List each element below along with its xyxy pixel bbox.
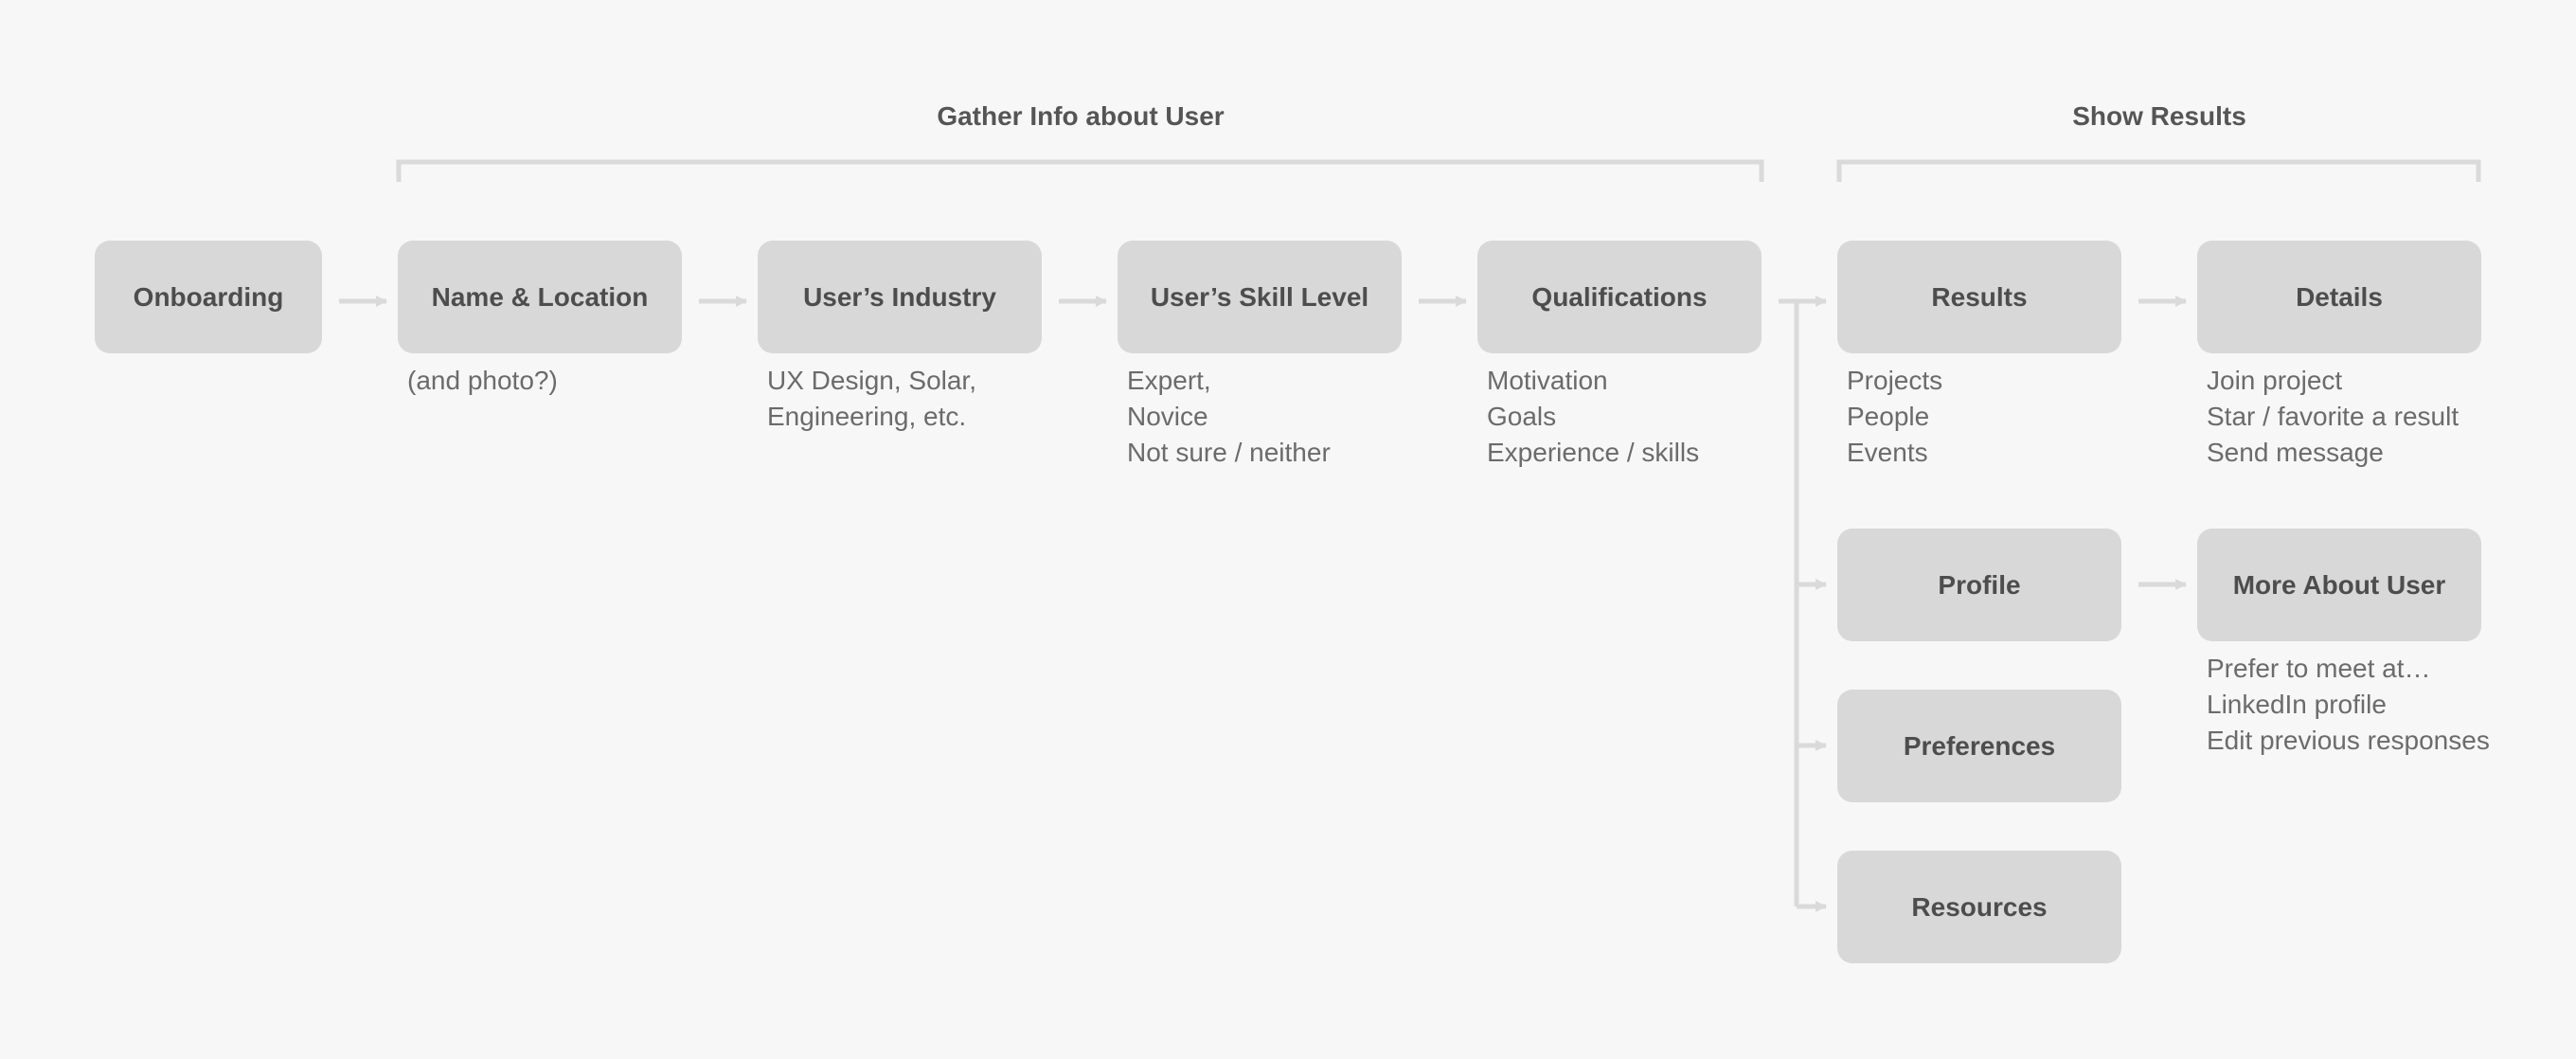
note-item: Prefer to meet at… bbox=[2207, 654, 2431, 683]
notes-more-about-user: Prefer to meet at… LinkedIn profile Edit… bbox=[2207, 651, 2490, 759]
node-resources: Resources bbox=[1837, 851, 2121, 963]
node-profile: Profile bbox=[1837, 529, 2121, 641]
node-users-skill-level: User’s Skill Level bbox=[1118, 241, 1402, 353]
notes-industry: UX Design, Solar, Engineering, etc. bbox=[767, 363, 976, 435]
note-item: Join project bbox=[2207, 366, 2343, 395]
note-item: Motivation bbox=[1487, 366, 1608, 395]
note-item: Projects bbox=[1847, 366, 1943, 395]
note-item: Expert, bbox=[1127, 366, 1211, 395]
note-item: Events bbox=[1847, 438, 1928, 467]
notes-qualifications: Motivation Goals Experience / skills bbox=[1487, 363, 1699, 471]
note-item: (and photo?) bbox=[407, 366, 558, 395]
node-more-about-user: More About User bbox=[2197, 529, 2481, 641]
note-item: Novice bbox=[1127, 402, 1208, 431]
show-results-group-title: Show Results bbox=[2072, 101, 2246, 131]
gather-group-title: Gather Info about User bbox=[937, 101, 1225, 131]
note-item: Send message bbox=[2207, 438, 2384, 467]
note-item: Experience / skills bbox=[1487, 438, 1700, 467]
notes-name-location: (and photo?) bbox=[407, 363, 558, 399]
notes-results: Projects People Events bbox=[1847, 363, 1942, 471]
show-bracket bbox=[1836, 159, 2481, 182]
node-qualifications: Qualifications bbox=[1477, 241, 1762, 353]
node-users-industry: User’s Industry bbox=[758, 241, 1042, 353]
gather-bracket bbox=[396, 159, 1764, 182]
note-item: Goals bbox=[1487, 402, 1557, 431]
note-item: Not sure / neither bbox=[1127, 438, 1331, 467]
note-item: Engineering, etc. bbox=[767, 402, 967, 431]
note-item: People bbox=[1847, 402, 1930, 431]
node-name-location: Name & Location bbox=[398, 241, 682, 353]
node-onboarding: Onboarding bbox=[95, 241, 322, 353]
node-preferences: Preferences bbox=[1837, 690, 2121, 802]
note-item: Edit previous responses bbox=[2207, 726, 2490, 755]
note-item: UX Design, Solar, bbox=[767, 366, 976, 395]
notes-details: Join project Star / favorite a result Se… bbox=[2207, 363, 2459, 471]
note-item: LinkedIn profile bbox=[2207, 690, 2387, 719]
node-details: Details bbox=[2197, 241, 2481, 353]
node-results: Results bbox=[1837, 241, 2121, 353]
notes-skill-level: Expert, Novice Not sure / neither bbox=[1127, 363, 1331, 471]
note-item: Star / favorite a result bbox=[2207, 402, 2460, 431]
